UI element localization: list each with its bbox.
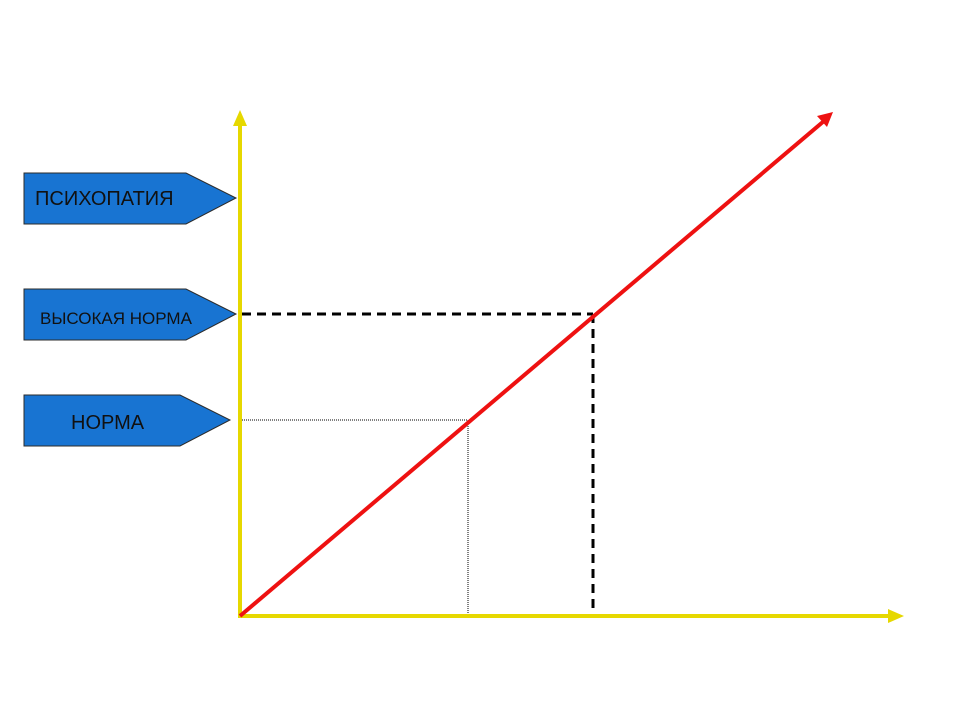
rising-line (238, 112, 833, 618)
rising-line-arrowhead (817, 112, 833, 127)
tag-norm-shape (23, 394, 232, 447)
x-axis-arrowhead (888, 609, 904, 623)
axes (233, 110, 904, 623)
tag-psychopathy: ПСИХОПАТИЯ (23, 172, 238, 225)
tag-high-norm: ВЫСОКАЯ НОРМА (23, 288, 238, 341)
rising-line-stroke (238, 119, 826, 618)
tag-psychopathy-label: ПСИХОПАТИЯ (35, 188, 174, 210)
tag-norm-label: НОРМА (71, 412, 145, 434)
tag-high-norm-shape (23, 288, 238, 341)
tag-high-norm-label: ВЫСОКАЯ НОРМА (40, 309, 193, 328)
norm-guides (242, 419, 469, 614)
tag-norm: НОРМА (23, 394, 232, 447)
y-axis-arrowhead (233, 110, 247, 126)
high-norm-guides (242, 312, 595, 614)
tag-psychopathy-shape (23, 172, 238, 225)
